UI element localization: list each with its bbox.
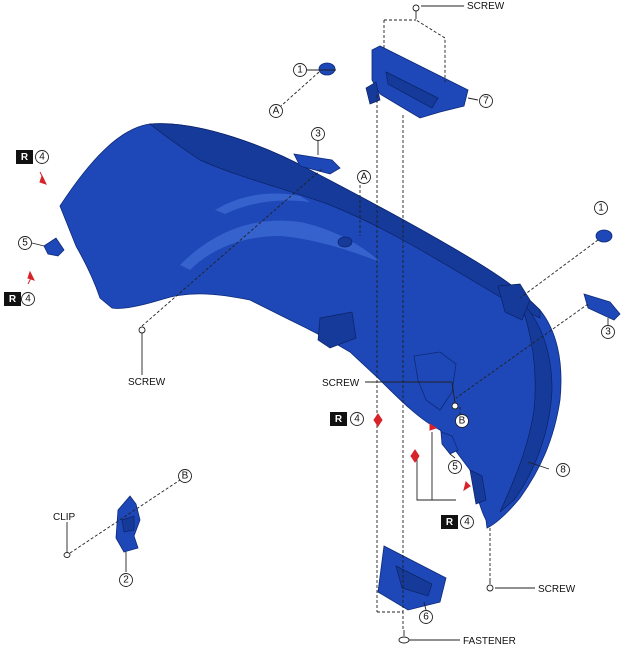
callout-7: 7 [479,94,493,108]
callout-4-left-lower: 4 [21,292,35,306]
callout-4-right: 4 [460,515,474,529]
svg-text:4: 4 [25,294,31,305]
callout-a-upper: A [269,104,283,118]
red-arrow-icon-right-3 [463,481,471,492]
svg-text:8: 8 [560,465,566,476]
callout-3-right: 3 [601,325,615,339]
callout-8: 8 [556,463,570,477]
label-leader-lines [31,5,609,641]
replace-badge-mid: R [330,412,347,426]
red-arrow-icon-mid [373,413,383,427]
svg-text:1: 1 [297,65,303,76]
svg-text:3: 3 [315,129,321,140]
mid-bracket-part [413,351,457,411]
clip-icon [63,552,71,558]
callout-b-left: B [178,469,192,483]
callout-5-right: 5 [448,460,462,474]
cap-part-upper [318,62,336,76]
screw-label-left: SCREW [128,377,166,388]
replace-badge-left-upper: R [16,150,33,164]
trim-part-upper [293,153,341,175]
upper-bracket-part [365,45,469,119]
screw-icon-bottom [486,578,494,592]
callout-3-upper: 3 [311,127,325,141]
callout-4-mid: 4 [350,412,364,426]
screw-label-mid: SCREW [322,378,360,389]
svg-text:R: R [9,294,17,305]
screw-icon-mid [451,402,459,410]
svg-text:R: R [21,152,29,163]
assembly-leader-lines [69,16,599,630]
rear-bumper-fascia [59,123,562,529]
svg-text:A: A [361,172,368,183]
svg-text:4: 4 [39,152,45,163]
svg-text:1: 1 [598,203,604,214]
svg-text:5: 5 [452,462,458,473]
svg-text:B: B [459,416,466,427]
fastener-icon [398,630,410,644]
replace-badge-right: R [441,515,458,529]
callout-2: 2 [119,573,133,587]
callout-1-upper: 1 [293,63,307,77]
callout-a-mid: A [357,170,371,184]
replace-badge-left-lower: R [4,292,21,306]
red-arrow-icon-right-1 [429,423,438,431]
svg-text:3: 3 [605,327,611,338]
cap-part-right [595,229,613,243]
screw-icon-top [412,4,420,16]
lower-bracket-part [377,545,447,611]
side-bracket-part [115,495,141,553]
svg-text:R: R [335,414,343,425]
svg-text:R: R [446,517,454,528]
callout-4-left-upper: 4 [35,150,49,164]
svg-text:A: A [273,106,280,117]
screw-label-bottom: SCREW [538,584,576,595]
retainer-part-right [440,431,459,455]
callout-1-right: 1 [594,201,608,215]
red-arrow-icon-right-2 [410,449,420,463]
svg-text:5: 5 [22,238,28,249]
retainer-part-left [43,237,65,257]
clip-label: CLIP [53,512,76,523]
svg-text:4: 4 [354,414,360,425]
screw-label-top: SCREW [467,1,505,12]
trim-part-right [583,293,621,321]
callout-6: 6 [419,610,433,624]
screw-icon-left [138,326,146,340]
svg-text:6: 6 [423,612,429,623]
svg-text:4: 4 [464,517,470,528]
callout-b-right: B [455,414,469,428]
svg-text:B: B [182,471,189,482]
fastener-label: FASTENER [463,636,516,647]
callout-5-left: 5 [18,236,32,250]
svg-text:2: 2 [123,575,129,586]
red-arrow-markers [27,171,471,492]
svg-text:7: 7 [483,96,489,107]
